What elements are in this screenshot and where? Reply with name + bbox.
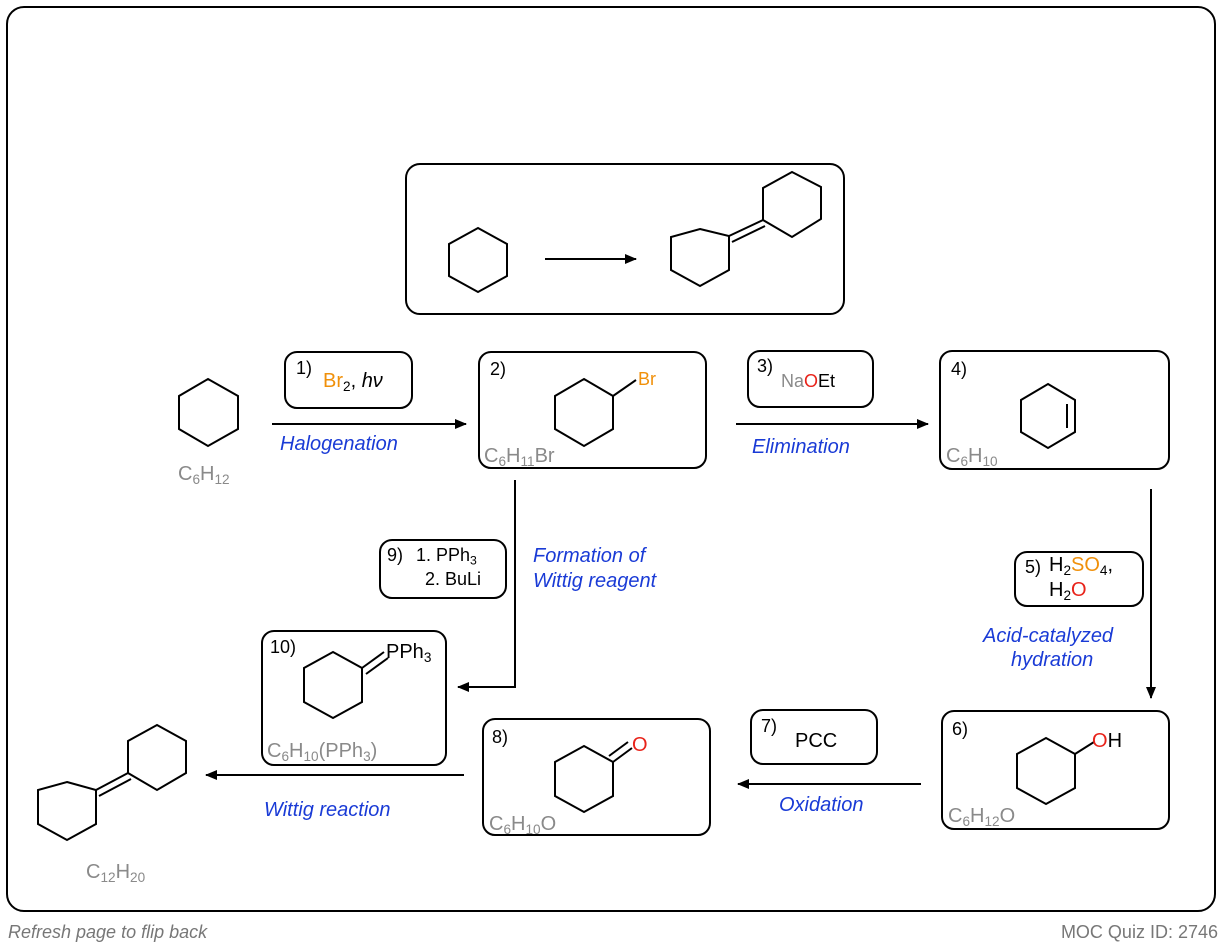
step-number-10: 10) [270, 637, 297, 657]
step-number-1: 1) [296, 358, 313, 378]
label-wittig-reaction: Wittig reaction [264, 799, 391, 821]
carbonyl-oxygen: O [632, 734, 648, 756]
compound-box-8 [482, 718, 711, 836]
formula-bromide: C6H11Br [484, 445, 555, 469]
label-hydration-1: Acid-catalyzed [983, 625, 1114, 647]
quiz-id: MOC Quiz ID: 2746 [1060, 922, 1218, 942]
start-cyclohexane [178, 377, 239, 448]
step-number-5: 5) [1025, 557, 1042, 577]
product-upper-ring [127, 723, 187, 792]
label-elimination: Elimination [752, 436, 850, 458]
summary-lower-ring [670, 227, 730, 288]
step-number-3: 3) [757, 356, 774, 376]
reagent-7: PCC [795, 730, 838, 752]
step-number-6: 6) [952, 719, 969, 739]
reagent-9-line2: 2. BuLi [425, 569, 482, 589]
formula-alcohol: C6H12O [948, 805, 1016, 829]
reagent-5-line1: H2SO4, [1049, 554, 1114, 578]
compound-box-6 [941, 710, 1170, 830]
formula-ylide: C6H10(PPh3) [267, 740, 378, 764]
formula-alkene: C6H10 [946, 445, 998, 469]
label-wittig-reagent-2: Wittig reagent [533, 570, 657, 592]
ylide-ring [303, 650, 363, 720]
label-halogenation: Halogenation [280, 433, 398, 455]
reagent-box-1 [284, 351, 413, 409]
reagent-3: NaOEt [781, 371, 836, 391]
step-number-7: 7) [761, 716, 778, 736]
cyclohexanone-ring [554, 744, 614, 814]
reagent-box-7 [750, 709, 878, 765]
reagent-5-line2: H2O [1049, 579, 1087, 603]
summary-upper-ring [762, 170, 822, 239]
ylide-phosphorus: PPh3 [386, 641, 432, 665]
bromine-atom: Br [638, 369, 656, 389]
step-number-2: 2) [490, 359, 507, 379]
product-lower-ring [37, 780, 97, 842]
formula-product: C12H20 [86, 861, 146, 885]
label-hydration-2: hydration [1011, 649, 1094, 671]
step-number-8: 8) [492, 727, 509, 747]
cyclohexene-ring [1020, 382, 1076, 450]
refresh-hint[interactable]: Refresh page to flip back [8, 922, 208, 942]
quiz-card [6, 6, 1216, 912]
reagent-box-9 [379, 539, 507, 599]
label-oxidation: Oxidation [779, 794, 864, 816]
bromocyclohexane-ring [554, 377, 614, 448]
reagent-9-line1: 1. PPh3 [416, 545, 477, 568]
label-wittig-reagent-1: Formation of [533, 545, 646, 567]
cyclohexanol-ring [1016, 736, 1076, 806]
reagent-box-3 [747, 350, 874, 408]
compound-box-2 [478, 351, 707, 469]
summary-cyclohexane [448, 226, 508, 294]
formula-start: C6H12 [178, 463, 230, 487]
step-number-9: 9) [387, 545, 404, 565]
compound-box-10 [261, 630, 447, 766]
formula-ketone: C6H10O [489, 813, 557, 837]
arrow-wittig-reagent [457, 480, 516, 692]
reagent-1: Br2, hν [323, 370, 383, 394]
hydroxyl-group: OH [1092, 730, 1123, 752]
summary-box [405, 163, 845, 315]
step-number-4: 4) [951, 359, 968, 379]
compound-box-4 [939, 350, 1170, 470]
reagent-box-5 [1014, 551, 1144, 607]
